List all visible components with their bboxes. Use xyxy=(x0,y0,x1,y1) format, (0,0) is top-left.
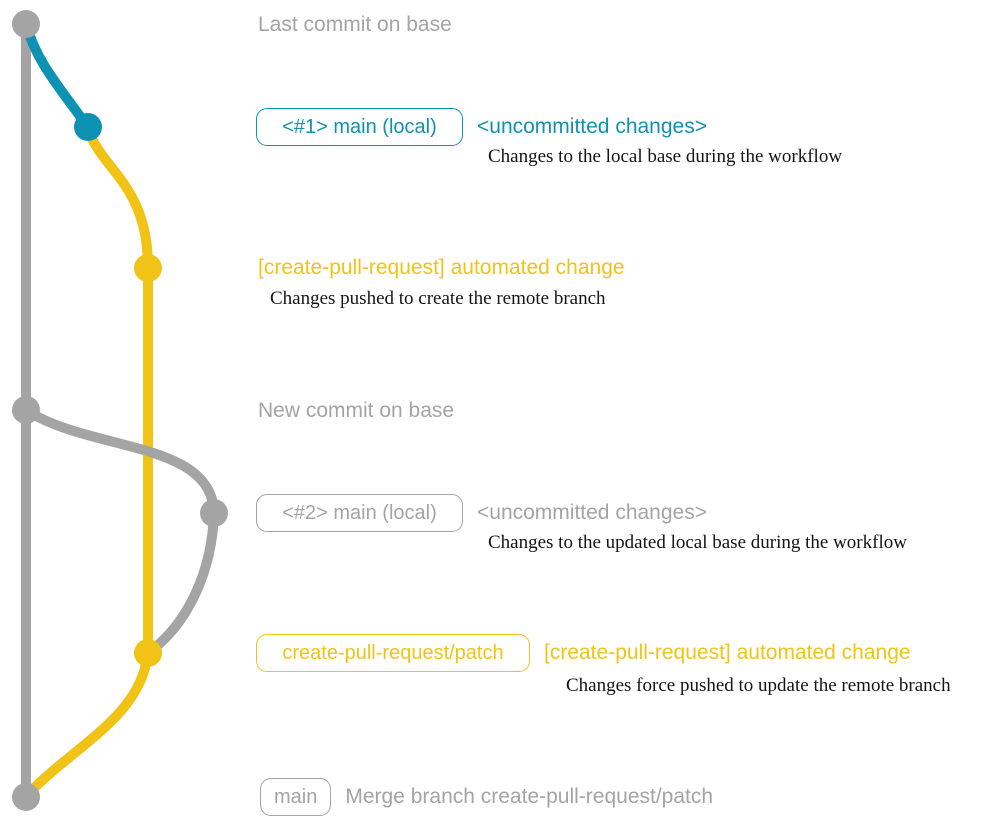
branch-badge-main-local-2: <#2> main (local) xyxy=(256,494,463,532)
commit-node-patch-2 xyxy=(134,639,162,667)
commit-message-merge: Merge branch create-pull-request/patch xyxy=(345,785,714,808)
annotation-force-pushed: Changes force pushed to update the remot… xyxy=(566,675,951,696)
patch-branch-curve-from-main xyxy=(83,125,153,273)
git-graph xyxy=(12,10,228,811)
main-local-branch-curve-2 xyxy=(21,405,219,518)
commit-node-merge xyxy=(12,783,40,811)
commit-message-automated-change-1: [create-pull-request] automated change xyxy=(258,256,625,279)
commit-node-patch-1 xyxy=(134,254,162,282)
annotation-pushed-create: Changes pushed to create the remote bran… xyxy=(270,288,606,309)
main-local-branch-curve-1 xyxy=(21,19,93,132)
commit-row-main-local-1: <#1> main (local) <uncommitted changes> xyxy=(256,108,707,146)
commit-row-patch: create-pull-request/patch [create-pull-r… xyxy=(256,634,911,672)
annotation-local-base: Changes to the local base during the wor… xyxy=(488,146,843,167)
branch-badge-create-pull-request-patch: create-pull-request/patch xyxy=(256,634,530,672)
commit-node-base-1 xyxy=(12,10,40,38)
annotation-updated-local-base: Changes to the updated local base during… xyxy=(488,532,907,553)
branch-badge-main: main xyxy=(260,778,332,816)
commit-node-base-2 xyxy=(12,396,40,424)
commit-label-last-commit-on-base: Last commit on base xyxy=(258,13,452,36)
commit-message-uncommitted-1: <uncommitted changes> xyxy=(477,115,707,138)
commit-message-uncommitted-2: <uncommitted changes> xyxy=(477,501,707,524)
commit-node-main-1 xyxy=(74,113,102,141)
commit-row-main-local-2: <#2> main (local) <uncommitted changes> xyxy=(256,494,707,532)
patch-merge-to-base-curve xyxy=(23,648,153,799)
commit-message-automated-change-2: [create-pull-request] automated change xyxy=(544,641,911,664)
commit-label-new-commit-on-base: New commit on base xyxy=(258,399,455,422)
commit-row-merge: main Merge branch create-pull-request/pa… xyxy=(260,778,713,816)
branch-badge-main-local-1: <#1> main (local) xyxy=(256,108,463,146)
main-local-rebase-curve xyxy=(146,508,219,656)
commit-node-main-2 xyxy=(200,499,228,527)
